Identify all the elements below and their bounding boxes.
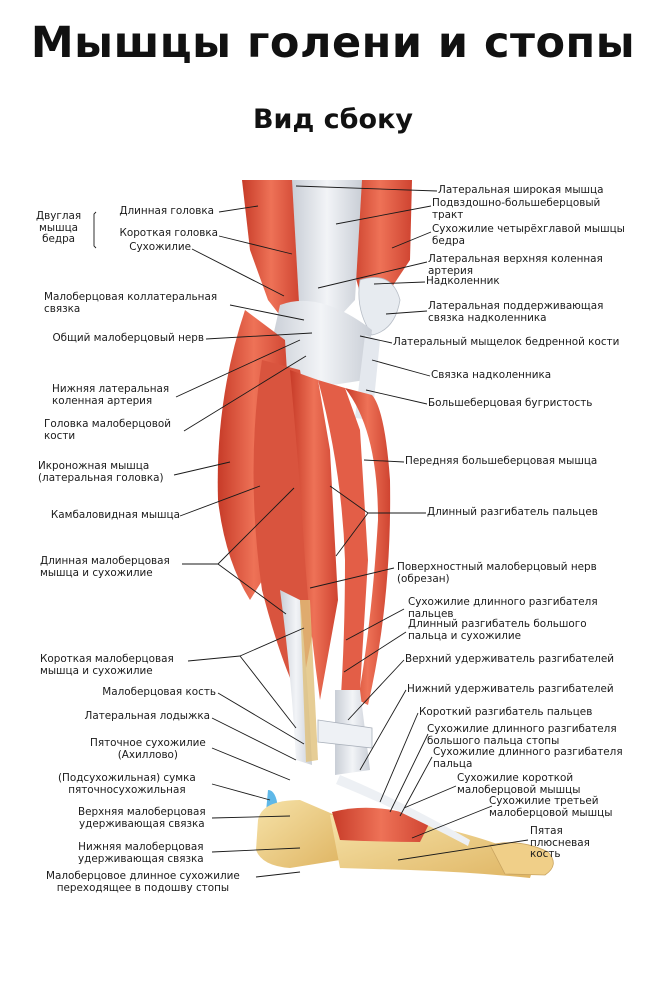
- achilles-tendon: [280, 590, 312, 765]
- label-lateral-malleolus: Латеральная лодыжка: [84, 710, 210, 722]
- label-patella: Надколенник: [426, 275, 500, 287]
- label-achilles-tendon: Пяточное сухожилие(Ахиллово): [90, 737, 206, 761]
- label-superficial-fibular-nerve: Поверхностный малоберцовый нерв(обрезан): [397, 561, 597, 585]
- label-biceps-tendon: Сухожилие: [129, 241, 191, 253]
- label-gastrocnemius-lateral-head: Икроножная мышца(латеральная головка): [38, 460, 164, 484]
- label-extensor-digitorum-brevis: Короткий разгибатель пальцев: [419, 706, 593, 718]
- label-superior-extensor-retinaculum: Верхний удерживатель разгибателей: [405, 653, 615, 665]
- extensor-retinaculum-shape: [317, 719, 373, 749]
- label-fibula: Малоберцовая кость: [102, 686, 216, 698]
- label-soleus: Камбаловидная мышца: [50, 509, 180, 521]
- label-tibial-tuberosity: Большеберцовая бугристость: [428, 397, 593, 409]
- peroneus-muscle: [290, 370, 338, 700]
- label-short-head: Короткая головка: [119, 227, 218, 239]
- fibula-shaft: [300, 600, 318, 762]
- label-common-fibular-nerve: Общий малоберцовый нерв: [52, 332, 204, 344]
- iliotibial-tract: [292, 180, 362, 340]
- label-patellar-ligament: Связка надколенника: [431, 369, 552, 381]
- label-lateral-femoral-condyle: Латеральный мыщелок бедренной кости: [393, 336, 620, 348]
- label-tibialis-anterior: Передняя большеберцовая мышца: [405, 455, 598, 467]
- label-inferior-extensor-retinaculum: Нижний удерживатель разгибателей: [407, 683, 614, 695]
- tibialis-anterior-muscle: [345, 388, 391, 705]
- label-long-head: Длинная головка: [119, 205, 214, 217]
- patella-shape: [358, 277, 401, 336]
- page-subtitle: Вид сбоку: [252, 104, 414, 135]
- calcaneus-bone: [256, 800, 340, 868]
- page-title: Мышцы голени и стопы: [30, 18, 636, 68]
- knee-capsule: [270, 300, 372, 390]
- extensor-brevis-muscle: [332, 807, 430, 842]
- vastus-lateralis-muscle: [348, 180, 412, 300]
- label-extensor-digitorum-longus: Длинный разгибатель пальцев: [427, 506, 598, 518]
- extensor-digitorum-muscle: [318, 380, 368, 710]
- label-vastus-lateralis: Латеральная широкая мышца: [438, 184, 604, 196]
